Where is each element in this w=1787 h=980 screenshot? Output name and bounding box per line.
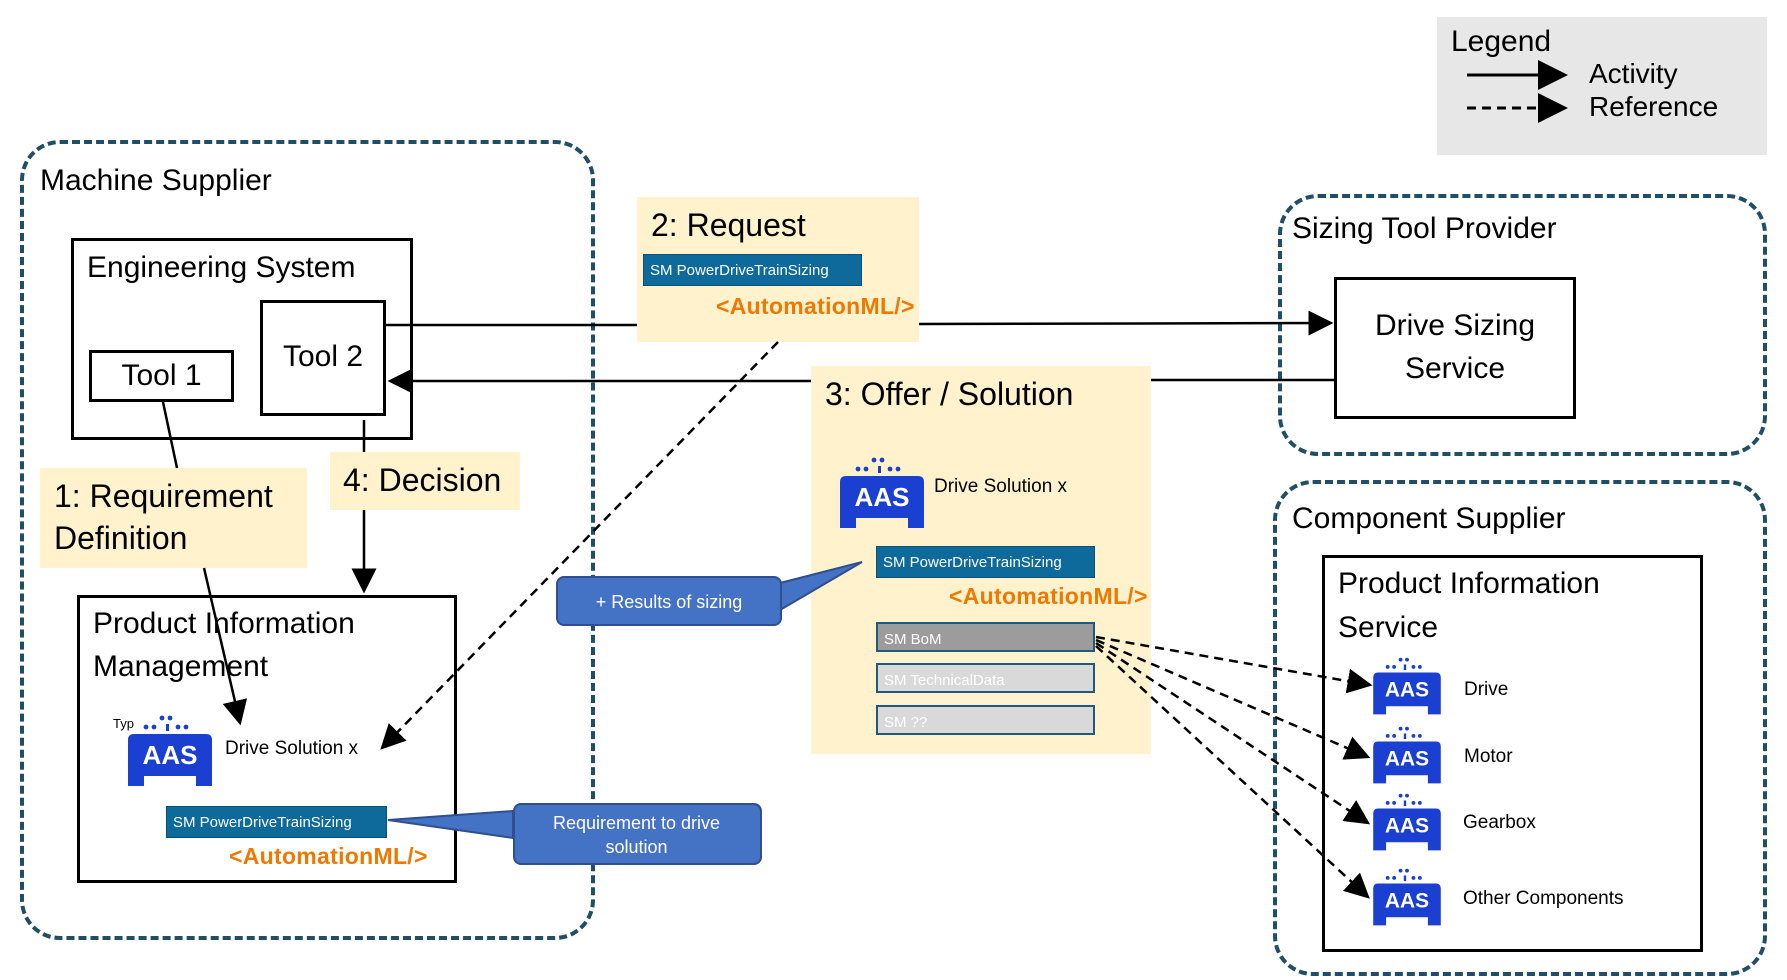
step3-title: 3: Offer / Solution bbox=[825, 376, 1074, 412]
pis-title-line2: Service bbox=[1338, 611, 1439, 644]
step1-line1: 1: Requirement bbox=[54, 478, 273, 514]
drive-sizing-service-line1: Drive Sizing bbox=[1374, 309, 1536, 342]
pim-aml-logo: <AutomationML/> bbox=[229, 843, 428, 869]
results-callout-text: + Results of sizing bbox=[595, 592, 743, 612]
gearbox-aas-text: AAS bbox=[1385, 815, 1429, 838]
step2-title: 2: Request bbox=[651, 207, 806, 243]
other-components-aas-icon: AAS bbox=[1370, 866, 1444, 935]
step1-line2: Definition bbox=[54, 520, 188, 556]
step3-sm-sizing: SM PowerDriveTrainSizing bbox=[876, 546, 1095, 578]
drive-aas-icon: AAS bbox=[1370, 655, 1444, 724]
component-other: Other Components bbox=[1463, 888, 1624, 909]
gearbox-aas-icon: AAS bbox=[1370, 791, 1444, 860]
pim-aas-icon: AAS bbox=[124, 714, 216, 795]
step4-title: 4: Decision bbox=[343, 462, 502, 498]
drive-aas-text: AAS bbox=[1385, 679, 1429, 702]
tool2-box bbox=[260, 300, 386, 416]
step2-aml-logo: <AutomationML/> bbox=[716, 293, 915, 319]
step1-note: 1: Requirement Definition bbox=[40, 468, 307, 568]
engineering-system-title: Engineering System bbox=[87, 251, 356, 284]
pim-title-line2: Management bbox=[93, 650, 269, 683]
component-gearbox: Gearbox bbox=[1463, 812, 1536, 833]
drive-sizing-service-box bbox=[1334, 277, 1576, 419]
sizing-tool-provider-title: Sizing Tool Provider bbox=[1292, 212, 1557, 245]
request-line-b bbox=[918, 310, 1334, 336]
step3-sm-technical: SM TechnicalData bbox=[876, 663, 1095, 693]
step3-aas-icon: AAS bbox=[836, 456, 928, 537]
motor-aas-icon: AAS bbox=[1370, 724, 1444, 793]
pis-title-line1: Product Information bbox=[1338, 567, 1600, 600]
pim-sm-sizing: SM PowerDriveTrainSizing bbox=[166, 806, 387, 838]
component-motor: Motor bbox=[1464, 746, 1513, 767]
component-drive: Drive bbox=[1464, 679, 1509, 700]
machine-supplier-title: Machine Supplier bbox=[40, 164, 272, 197]
tool1-box bbox=[89, 350, 234, 402]
requirement-callout-text: Requirement to drive solution bbox=[552, 813, 721, 858]
motor-aas-text: AAS bbox=[1385, 748, 1429, 771]
step2-sm-sizing: SM PowerDriveTrainSizing bbox=[643, 254, 862, 286]
other-aas-text: AAS bbox=[1385, 890, 1429, 913]
step3-sm-bom: SM BoM bbox=[876, 622, 1095, 652]
pim-aas-text: AAS bbox=[143, 740, 198, 770]
step4-note: 4: Decision bbox=[330, 452, 520, 510]
pim-typ-label: Typ bbox=[113, 716, 134, 731]
legend-activity: Activity bbox=[1589, 58, 1678, 89]
tool1-label: Tool 1 bbox=[121, 359, 202, 392]
pim-solution-label: Drive Solution x bbox=[225, 738, 359, 759]
legend-arrows bbox=[1467, 60, 1568, 123]
legend-title: Legend bbox=[1451, 25, 1552, 58]
step3-aml-logo: <AutomationML/> bbox=[949, 583, 1148, 609]
drive-sizing-service-line2: Service bbox=[1404, 352, 1506, 385]
step3-sm-unknown: SM ?? bbox=[876, 705, 1095, 735]
step3-solution-label: Drive Solution x bbox=[934, 476, 1068, 497]
requirement-callout: Requirement to drive solution bbox=[513, 803, 762, 865]
component-supplier-title: Component Supplier bbox=[1292, 502, 1566, 535]
results-callout: + Results of sizing bbox=[556, 576, 782, 626]
legend-reference: Reference bbox=[1589, 91, 1719, 122]
pim-title-line1: Product Information bbox=[93, 607, 355, 640]
legend: Legend Activity Reference bbox=[1437, 17, 1767, 155]
step3-aas-text: AAS bbox=[855, 482, 910, 512]
tool2-label: Tool 2 bbox=[282, 340, 364, 373]
